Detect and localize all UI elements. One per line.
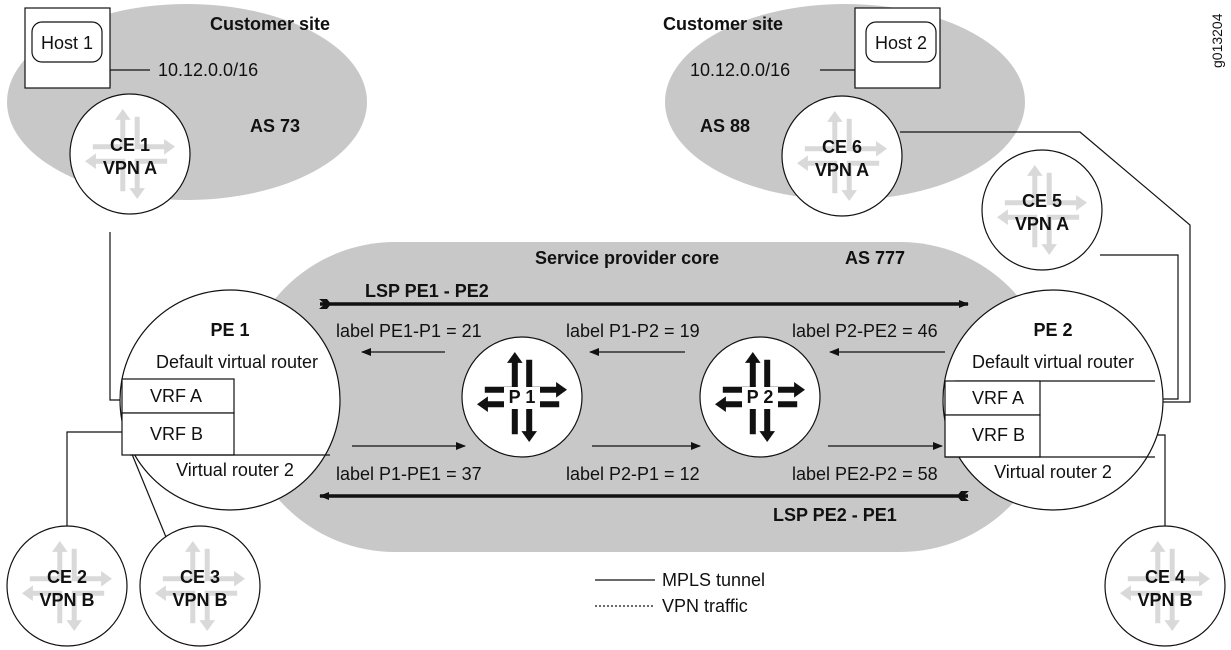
core-title: Service provider core	[535, 248, 719, 268]
legend-mpls-label: MPLS tunnel	[662, 570, 765, 590]
customer-site-right-as: AS 88	[700, 116, 750, 136]
ce1-line1: CE 1	[110, 135, 150, 155]
pe1-vrf-b-box	[121, 412, 235, 456]
ce4-line1: CE 4	[1145, 567, 1185, 587]
pe1-vrf-a-label: VRF A	[150, 386, 202, 406]
pe1-vrf-b-label: VRF B	[150, 424, 203, 444]
label-p1-pe1: label P1-PE1 = 37	[336, 464, 482, 484]
ce3-router: CE 3 VPN B	[139, 525, 261, 647]
pe1-vr2: Virtual router 2	[176, 460, 294, 480]
lsp-pe2-pe1-label: LSP PE2 - PE1	[773, 505, 897, 525]
pe1-title: PE 1	[210, 320, 249, 340]
host-2: Host 2	[854, 7, 941, 89]
router-arrows-icon	[155, 540, 245, 632]
legend: MPLS tunnel VPN traffic	[595, 570, 765, 616]
pe2-vrf-a-box	[944, 380, 1041, 416]
ce5-router: CE 5 VPN A	[981, 149, 1103, 271]
pe1-vrf-a-box	[121, 378, 235, 414]
router-arrows-icon	[997, 165, 1087, 256]
label-p2-p1: label P2-P1 = 12	[566, 464, 700, 484]
ce4-line2: VPN B	[1137, 590, 1192, 610]
lsp-pe1-pe2-label: LSP PE1 - PE2	[365, 281, 489, 301]
router-arrows-icon	[85, 109, 175, 199]
ce4-router: CE 4 VPN B	[1104, 525, 1226, 647]
pe2-vrf-a-label: VRF A	[972, 388, 1024, 408]
ce6-line1: CE 6	[822, 137, 862, 157]
customer-site-left-title: Customer site	[210, 14, 330, 34]
p2-router: P 2	[699, 336, 821, 458]
host-1: Host 1	[24, 7, 111, 89]
label-arrows	[352, 348, 945, 450]
host-2-label: Host 2	[875, 33, 927, 53]
ce1-line2: VPN A	[103, 158, 157, 178]
legend-vpn-label: VPN traffic	[662, 596, 748, 616]
customer-site-left-prefix: 10.12.0.0/16	[158, 60, 258, 80]
ce5-line2: VPN A	[1015, 214, 1069, 234]
customer-site-left-as: AS 73	[250, 116, 300, 136]
label-p2-pe2: label P2-PE2 = 46	[792, 321, 938, 341]
p2-label: P 2	[747, 387, 774, 407]
label-pe2-p2: label PE2-P2 = 58	[792, 464, 938, 484]
ce3-line2: VPN B	[172, 590, 227, 610]
pe2-vrf-b-box	[944, 414, 1041, 458]
figure-id: g013204	[1209, 13, 1225, 68]
router-arrows-icon	[22, 540, 112, 632]
ce1-router: CE 1 VPN A	[69, 93, 191, 215]
core-as: AS 777	[845, 248, 905, 268]
ce2-line2: VPN B	[39, 590, 94, 610]
ce2-line1: CE 2	[47, 567, 87, 587]
ce5-line1: CE 5	[1022, 191, 1062, 211]
p1-router: P 1	[461, 336, 583, 458]
customer-site-right-title: Customer site	[663, 14, 783, 34]
label-p1-p2: label P1-P2 = 19	[566, 321, 700, 341]
ce6-line2: VPN A	[815, 160, 869, 180]
ce2-router: CE 2 VPN B	[6, 525, 128, 647]
pe2-vrf-b-label: VRF B	[972, 425, 1025, 445]
pe2-default-vr: Default virtual router	[972, 352, 1134, 372]
pe1-router: PE 1 Default virtual router VRF A VRF B …	[119, 289, 341, 511]
p1-label: P 1	[509, 387, 536, 407]
pe1-default-vr: Default virtual router	[156, 352, 318, 372]
pe2-router: PE 2 Default virtual router VRF A VRF B …	[942, 289, 1164, 511]
ce3-line1: CE 3	[180, 567, 220, 587]
ce6-router: CE 6 VPN A	[781, 95, 903, 217]
service-provider-core-cloud	[240, 242, 1055, 552]
pe2-title: PE 2	[1033, 320, 1072, 340]
router-arrows-icon	[1120, 541, 1210, 632]
pe2-vr2: Virtual router 2	[994, 462, 1112, 482]
customer-site-right-prefix: 10.12.0.0/16	[690, 60, 790, 80]
host-1-label: Host 1	[41, 33, 93, 53]
router-arrows-icon	[797, 110, 887, 201]
label-pe1-p1: label PE1-P1 = 21	[336, 321, 482, 341]
